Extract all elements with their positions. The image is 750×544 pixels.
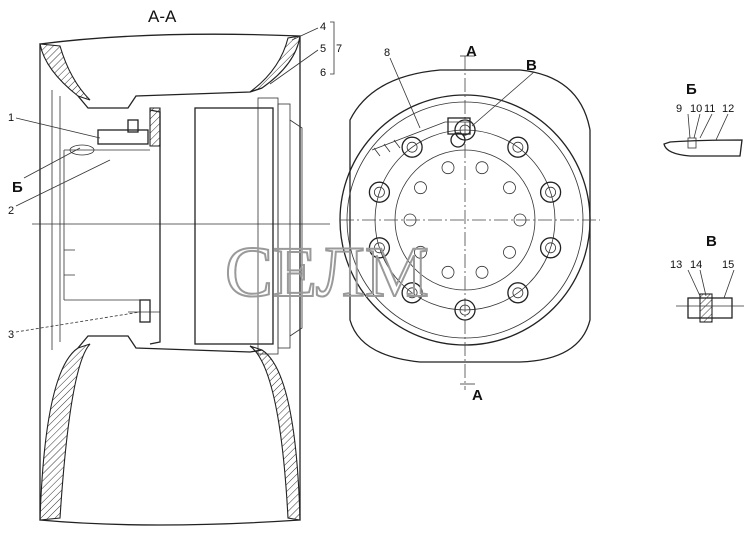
wheel-bolt-6 <box>454 299 476 321</box>
lower-bolt <box>139 299 151 323</box>
leader-14 <box>699 269 707 297</box>
detail-b-view <box>663 113 743 157</box>
hub-stud-10 <box>441 161 455 175</box>
section-title: А-А <box>148 7 177 26</box>
wheel-bolt-7 <box>401 282 423 304</box>
section-view <box>15 21 335 526</box>
leader-11 <box>699 113 713 139</box>
callout-4: 4 <box>320 21 326 33</box>
wheel-bolt-hole-3 <box>545 186 556 198</box>
upper-bead-left <box>39 43 91 101</box>
hub-stud-7 <box>414 245 427 259</box>
callout-2: 2 <box>8 205 14 217</box>
leader-8 <box>389 57 421 129</box>
detail-v-hatch <box>699 293 713 323</box>
callout-10: 10 <box>690 103 702 115</box>
wheel-bolt-2 <box>507 136 529 158</box>
detail-b-ref: Б <box>12 179 23 196</box>
detail-v-ref: В <box>526 57 537 74</box>
hub-stud-2 <box>503 181 516 195</box>
callout-1: 1 <box>8 112 14 124</box>
sensor-block <box>97 129 149 145</box>
callout-3: 3 <box>8 329 14 341</box>
hub-stud-9 <box>414 181 427 195</box>
callout-15: 15 <box>722 259 734 271</box>
detail-b-title: Б <box>686 81 697 98</box>
valve-housing <box>447 117 471 135</box>
wheel-bolt-5 <box>507 282 529 304</box>
wheel-bolts <box>368 119 562 321</box>
hub-stud-3 <box>513 213 527 227</box>
hub-stud-1 <box>475 161 489 175</box>
detail-v-view <box>676 269 744 323</box>
leader-v <box>471 71 535 127</box>
front-view <box>339 55 600 390</box>
leader-9 <box>687 113 691 139</box>
hub-flange <box>257 97 279 355</box>
callout-7: 7 <box>336 43 342 55</box>
callout-11: 11 <box>704 103 715 115</box>
callout-6: 6 <box>320 67 326 79</box>
leader-10 <box>693 113 701 139</box>
hub-disc <box>194 107 274 345</box>
upper-bead-right <box>249 35 301 93</box>
rim-bottom <box>77 335 263 353</box>
detail-b-part <box>687 137 697 149</box>
wheel-bolt-3 <box>539 181 562 203</box>
leader-15 <box>723 269 735 299</box>
callout-13: 13 <box>670 259 682 271</box>
hub-cap <box>289 119 303 337</box>
hub-stud-5 <box>475 265 489 279</box>
wheel-bolt-hole-2 <box>512 141 524 153</box>
hose-clamps <box>373 139 401 157</box>
wheel-bolt-hole-6 <box>459 304 471 316</box>
detail-b-profile <box>663 139 743 157</box>
wheel-bolt-8 <box>368 237 391 259</box>
leader-2 <box>15 159 111 207</box>
lower-bead-right <box>249 345 301 521</box>
sensor-cap <box>127 119 139 133</box>
detail-v-title: В <box>706 233 717 250</box>
leader-13 <box>687 269 701 297</box>
valve-hose <box>371 121 472 151</box>
detail-b-ring <box>69 144 95 156</box>
callout-12: 12 <box>722 103 734 115</box>
wheel-bolt-hole-4 <box>545 242 556 254</box>
hub-face <box>277 103 291 349</box>
wheel-bolt-9 <box>368 181 391 203</box>
leader-12 <box>715 113 729 141</box>
hub-stud-6 <box>441 265 455 279</box>
inner-marks <box>64 249 75 276</box>
callout-8: 8 <box>384 47 390 59</box>
wheel-bolt-hole-10 <box>406 141 418 153</box>
cut-label-top: А <box>466 43 477 60</box>
cut-label-bottom: А <box>472 387 483 404</box>
wheel-bolt-hole-8 <box>374 242 385 254</box>
leader-5 <box>269 49 319 85</box>
bracket-7 <box>330 21 335 75</box>
hub-stud-4 <box>503 245 516 259</box>
tyre-front-outline <box>349 69 591 363</box>
wheel-bolt-10 <box>401 136 423 158</box>
inner-body <box>63 149 150 301</box>
leader-4 <box>291 27 319 41</box>
wheel-bolt-hole-7 <box>406 287 418 299</box>
lower-bead-left <box>39 343 91 521</box>
leader-3 <box>15 311 141 333</box>
wheel-bolt-hole-9 <box>374 186 385 198</box>
valve-bolt <box>450 132 466 148</box>
leader-b <box>23 147 81 179</box>
callout-14: 14 <box>690 259 702 271</box>
wheel-bolt-4 <box>539 237 562 259</box>
wheel-bolt-hole-5 <box>512 287 524 299</box>
leader-1 <box>15 117 101 139</box>
callout-5: 5 <box>320 43 326 55</box>
watermark: СЕЛМ <box>225 232 429 312</box>
rim-top <box>77 87 263 109</box>
callout-9: 9 <box>676 103 682 115</box>
hub-stud-8 <box>403 213 417 227</box>
sensor-mount <box>149 107 161 147</box>
